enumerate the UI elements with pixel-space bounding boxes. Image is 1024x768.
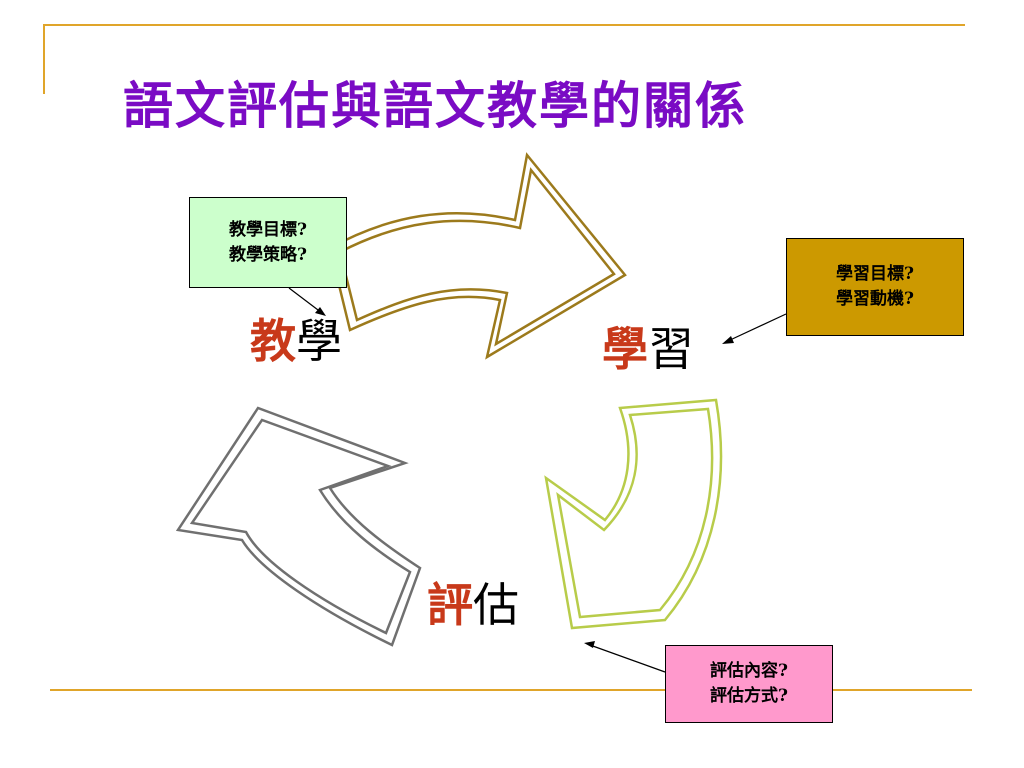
left-rule	[43, 24, 45, 94]
node-teaching-highlight: 教	[250, 314, 296, 368]
callout-learning-line-1: 學習目標?	[836, 264, 914, 284]
callout-teaching-line-1: 教學目標?	[229, 219, 307, 240]
callout-assessment-line-2: 評估方式?	[710, 686, 788, 706]
node-learning-highlight: 學	[602, 322, 648, 376]
callout-teaching-line-2: 教學策略?	[229, 244, 307, 265]
callout-assessment-line-1: 評估內容?	[710, 661, 788, 681]
bottom-rule	[50, 689, 972, 691]
pointer-assessment	[584, 641, 666, 673]
node-learning: 學習	[602, 326, 694, 372]
node-assessment: 評估	[427, 582, 519, 628]
pointer-teaching	[288, 287, 326, 316]
callout-learning-line-2: 學習動機?	[836, 289, 914, 309]
node-learning-rest: 習	[648, 322, 694, 376]
node-teaching: 教學	[250, 318, 342, 364]
callout-assessment: 評估內容? 評估方式?	[665, 645, 833, 723]
arrow-teaching-to-learning	[328, 152, 627, 360]
callout-learning: 學習目標? 學習動機?	[786, 238, 964, 336]
top-rule	[43, 24, 965, 26]
node-assessment-rest: 估	[473, 578, 519, 632]
node-teaching-rest: 學	[296, 314, 342, 368]
arrow-learning-to-assessment	[544, 398, 723, 630]
page-title: 語文評估與語文教學的關係	[123, 76, 747, 135]
node-assessment-highlight: 評	[427, 578, 473, 632]
pointer-learning	[722, 313, 787, 344]
callout-teaching: 教學目標? 教學策略?	[189, 197, 347, 288]
arrow-assessment-to-teaching	[175, 406, 422, 647]
